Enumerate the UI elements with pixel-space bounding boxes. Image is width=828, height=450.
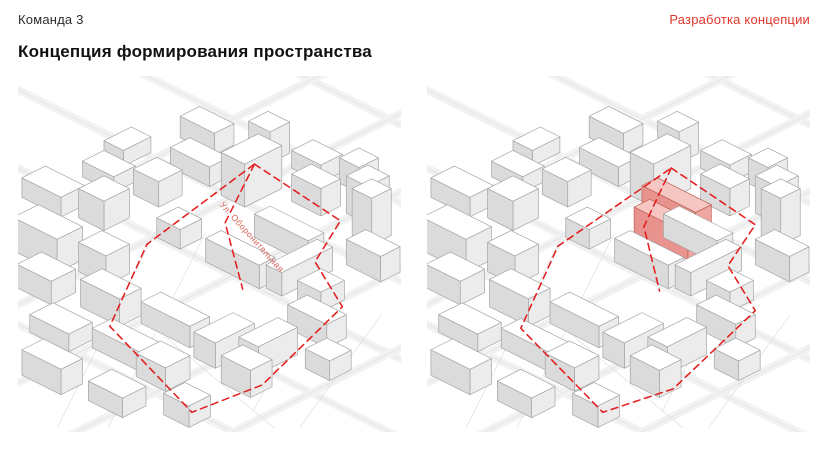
page-title: Концепция формирования пространства	[18, 42, 372, 61]
city-model-left: Ул. Оборонительная	[18, 76, 401, 432]
city-model-right	[427, 76, 810, 432]
site-boundary-dashed	[109, 163, 344, 414]
site-boundary-dashed	[520, 167, 757, 414]
site-boundary-spur	[643, 167, 673, 292]
map-existing-situation: Ул. Оборонительная	[18, 76, 401, 432]
site-boundary-spur	[224, 163, 256, 290]
slide-header: Команда 3 Разработка концепции	[18, 12, 810, 27]
map-concept	[427, 76, 810, 432]
stage-label: Разработка концепции	[669, 12, 810, 27]
buildings-group	[427, 106, 810, 428]
team-label: Команда 3	[18, 12, 84, 27]
buildings-group	[18, 106, 401, 428]
maps-row: Ул. Оборонительная	[18, 76, 810, 432]
